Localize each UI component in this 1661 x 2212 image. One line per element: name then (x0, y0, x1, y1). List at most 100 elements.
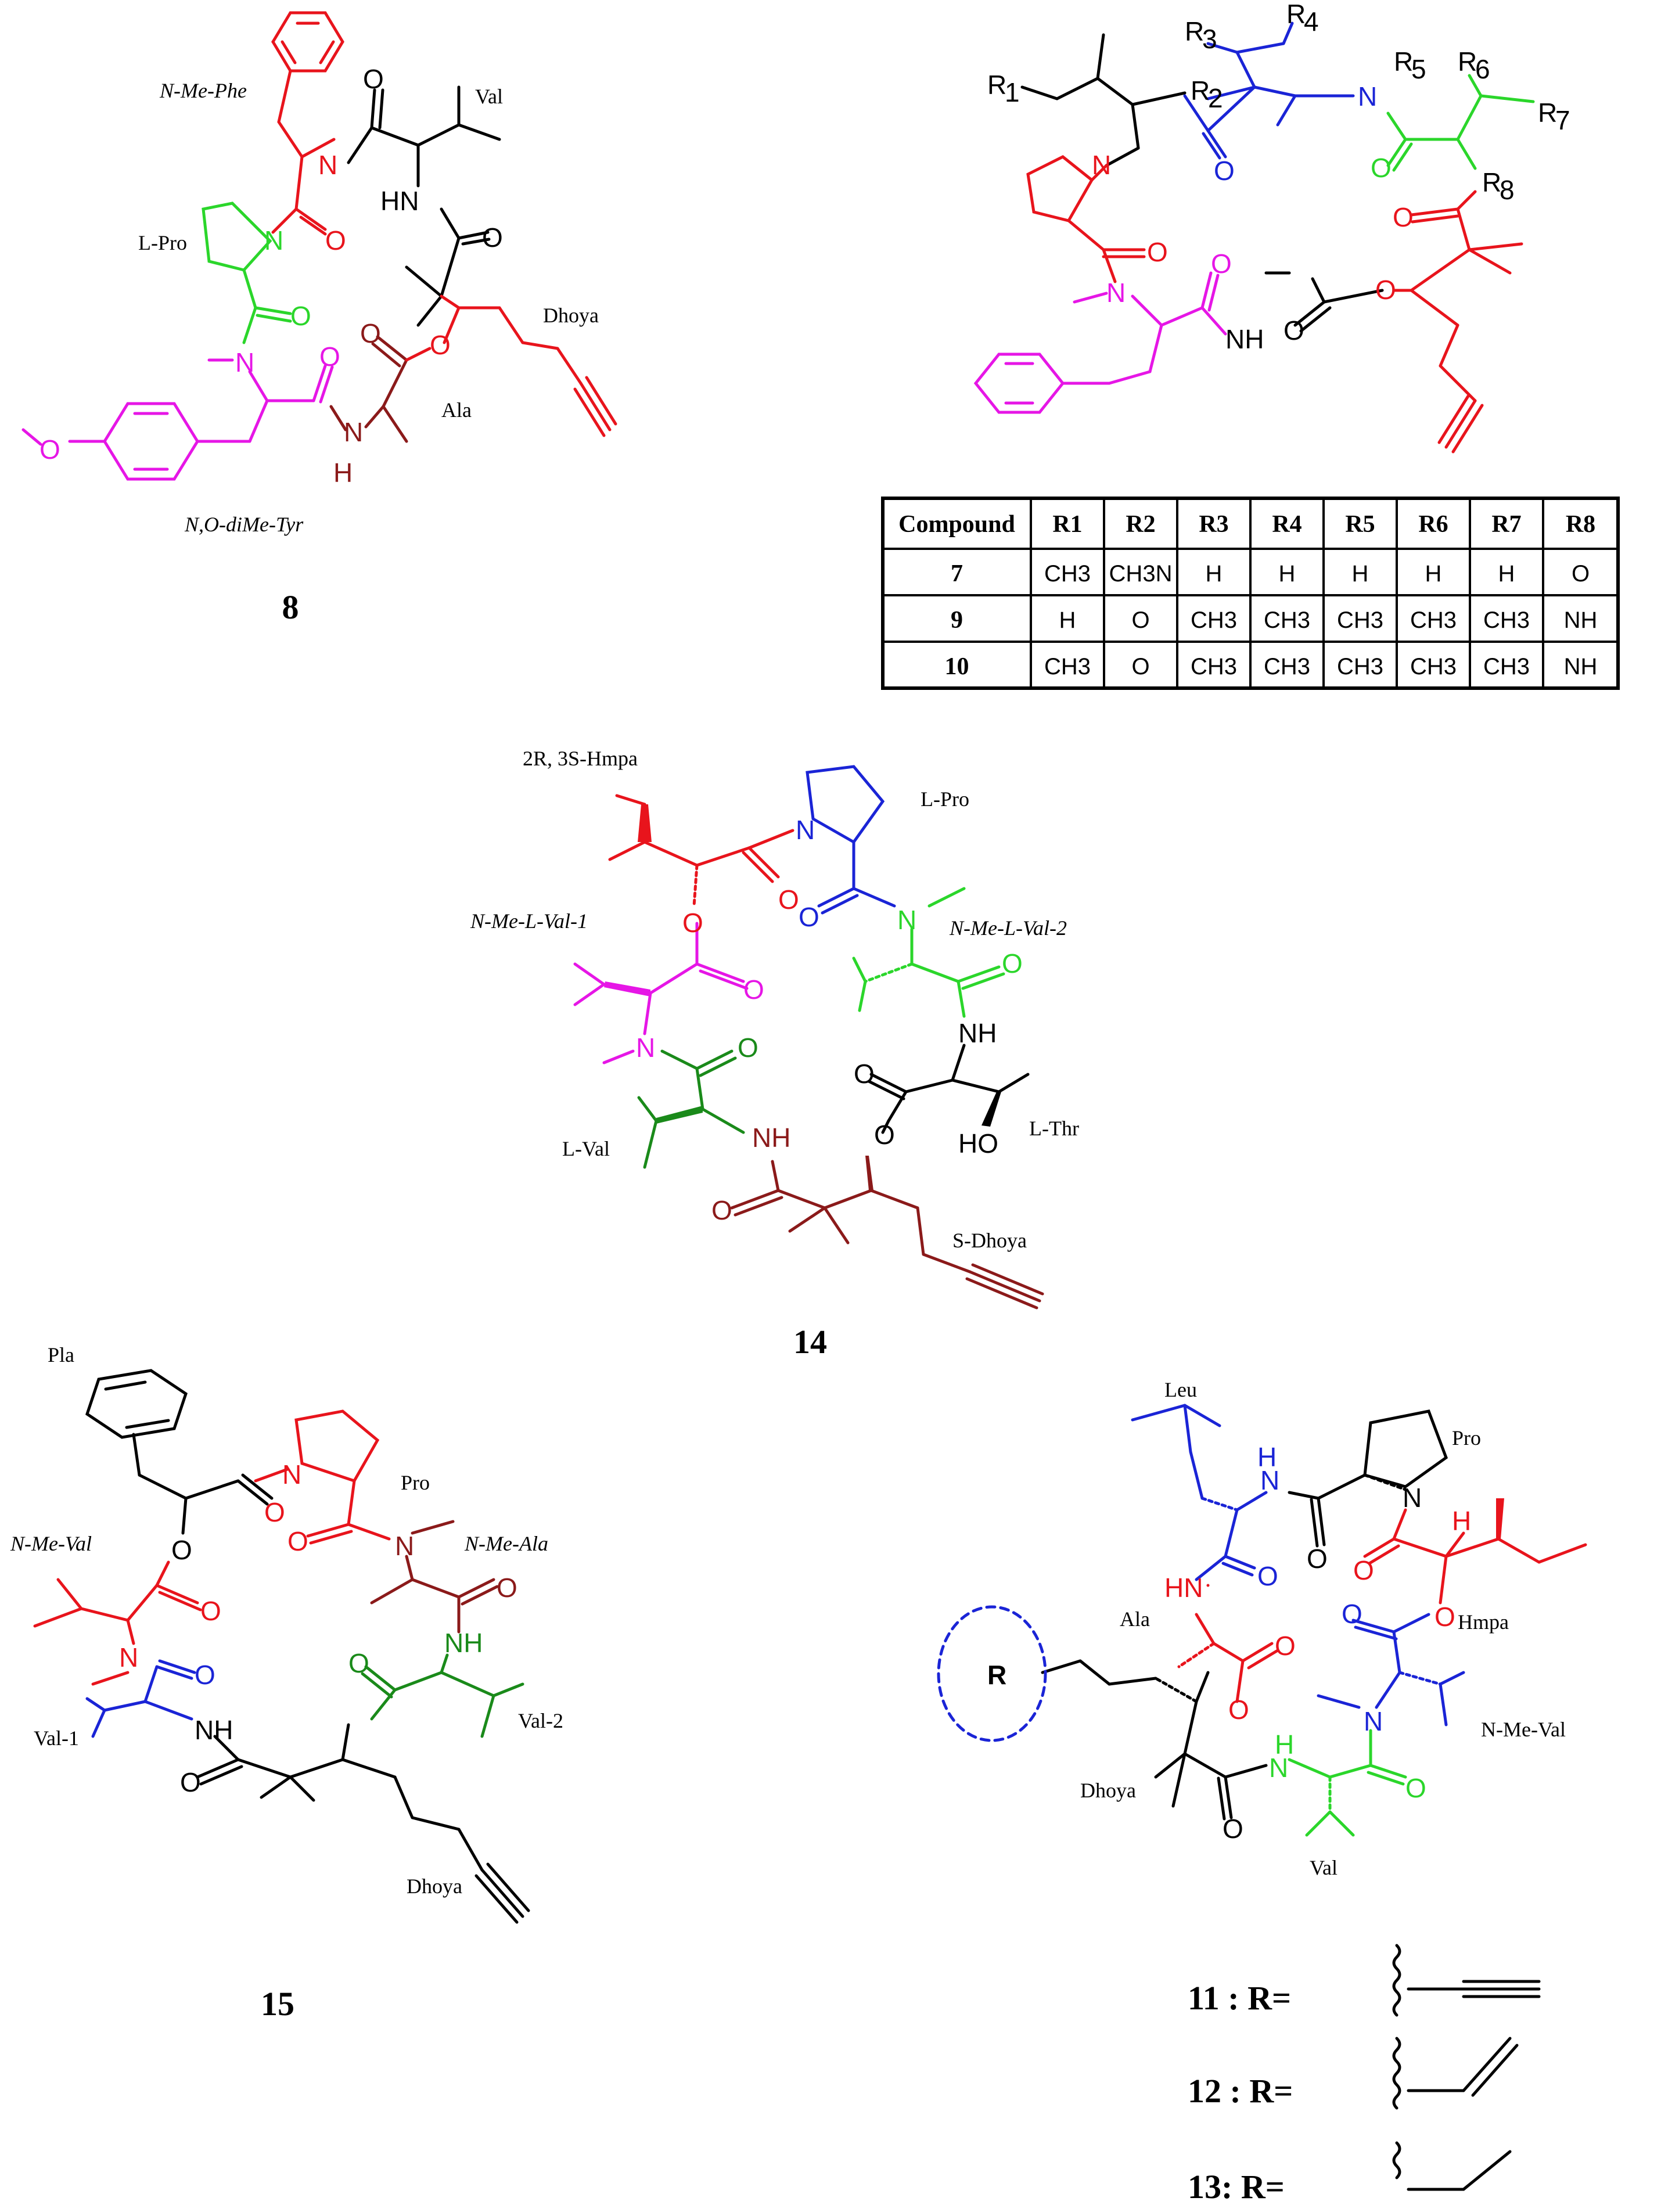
c7-chain-bonds (1020, 33, 1384, 333)
table-cell-1-6: CH3 (1410, 607, 1457, 633)
table-cell-1-7: CH3 (1483, 607, 1530, 633)
c11-label-hmpa: Hmpa (1458, 1610, 1509, 1634)
table-cell-0-3: H (1206, 561, 1223, 587)
compound-14: N O O N O O O NH N O O O HO NH O 2R, 3S-… (470, 747, 1079, 1361)
c15-atom-o2: O (171, 1535, 192, 1565)
c11-label-leu: Leu (1164, 1378, 1197, 1401)
r-def-13-alkyl (1392, 2141, 1512, 2191)
c15-label-nmeval: N-Me-Val (10, 1532, 92, 1555)
c7-atom-r6: R (1458, 46, 1477, 77)
c7-phe-ring (973, 353, 1065, 414)
table-cell-0-4: H (1279, 561, 1296, 587)
c15-atom-nh1: NH (444, 1628, 483, 1658)
r-def-13-label: 13: R= (1188, 2168, 1285, 2206)
c14-atom-n3: N (636, 1033, 655, 1063)
c7-atom-r7s: 7 (1555, 105, 1570, 135)
compound-15: N O O N O O N NH O O O NH O Pla Pro N-Me… (10, 1343, 563, 2023)
c8-label-ala: Ala (441, 398, 472, 422)
c7-atom-r8s: 8 (1500, 175, 1515, 205)
table-cell-0-2: CH3N (1109, 561, 1173, 587)
c15-label-val2: Val-2 (518, 1709, 563, 1732)
c11-atom-n2: N (1403, 1483, 1422, 1513)
c8-atom-n3: N (235, 347, 254, 377)
table-header-4: R4 (1272, 511, 1302, 538)
c15-phe-ring (85, 1369, 188, 1439)
r-def-12-alkene (1392, 2037, 1519, 2110)
table-cell-2-0: 10 (945, 653, 969, 680)
c14-atom-o2: O (682, 908, 703, 938)
c15-atom-n1: N (282, 1459, 301, 1490)
c11-val-bonds (1288, 1729, 1407, 1837)
c7-atom-r7: R (1538, 98, 1557, 128)
table-header-3: R3 (1199, 511, 1228, 538)
table-cell-2-6: CH3 (1410, 654, 1457, 679)
c11-atom-h3: H (1275, 1729, 1294, 1760)
c14-val1-bonds (573, 922, 749, 1064)
c15-label-nmeala: N-Me-Ala (464, 1532, 548, 1555)
c14-hmpa-bonds (608, 794, 794, 908)
c8-label-nmephe: N-Me-Phe (159, 79, 247, 102)
c14-label-lthr: L-Thr (1029, 1117, 1079, 1140)
c15-atom-o1: O (264, 1497, 285, 1527)
c14-atom-ho: HO (958, 1128, 998, 1159)
c8-nmephe-bonds (271, 11, 344, 236)
table-cell-0-7: H (1498, 561, 1515, 587)
c14-atom-n1: N (796, 815, 815, 845)
c11-dhoya-bonds (1041, 1659, 1268, 1821)
c14-atom-o3: O (799, 902, 819, 932)
c7-atom-r2s: 2 (1208, 83, 1223, 113)
c15-pro-ring (294, 1409, 380, 1483)
r-def-11-label: 11 : R= (1188, 1979, 1291, 2017)
c7-atom-r3s: 3 (1202, 24, 1217, 54)
c14-val2-bonds (852, 887, 1005, 1018)
c14-atom-o1: O (778, 884, 799, 915)
c15-nmeala-bonds (370, 1520, 499, 1634)
c15-label-val1: Val-1 (34, 1727, 79, 1750)
c14-pro-ring (806, 765, 885, 844)
table-header-1: R1 (1052, 511, 1082, 538)
c7-atom-r6s: 6 (1475, 54, 1490, 84)
c8-atom-hn: HN (380, 186, 419, 216)
table-header-8: R8 (1566, 511, 1595, 538)
c14-atom-o8: O (874, 1120, 895, 1150)
table-cell-0-6: H (1425, 561, 1442, 587)
table-cell-2-8: NH (1564, 654, 1598, 679)
c11-atom-o1: O (1307, 1544, 1328, 1574)
table-cell-2-3: CH3 (1191, 654, 1237, 679)
c7-atom-n5: N (1358, 81, 1377, 112)
c8-atom-n4: N (344, 417, 363, 447)
c11-atom-o2: O (1257, 1561, 1278, 1591)
c11-atom-n4: N (1269, 1753, 1288, 1783)
c7-atom-n2: N (1106, 278, 1126, 308)
c7-atom-o2: O (1371, 153, 1392, 183)
c8-label-lpro: L-Pro (138, 231, 187, 254)
c14-atom-o4: O (1002, 948, 1023, 979)
compound-7-9-10: R 1 R 2 R 3 R 4 N R 5 R 6 R 7 R 8 N O O … (881, 0, 1620, 690)
c14-label-sdhoya: S-Dhoya (952, 1229, 1027, 1252)
c7-pro-ring (1026, 155, 1094, 222)
c11-label-val: Val (1310, 1856, 1338, 1879)
table-cell-2-1: CH3 (1044, 654, 1091, 679)
c11-atom-r: R (987, 1660, 1006, 1690)
c8-compound-number: 8 (282, 588, 299, 626)
c11-pro-ring (1363, 1409, 1448, 1488)
c11-label-ala: Ala (1120, 1607, 1150, 1631)
c14-pro-bonds (806, 765, 896, 915)
c15-val1-bonds (85, 1659, 196, 1738)
c11-label-pro: Pro (1452, 1426, 1481, 1450)
c14-label-hmpa: 2R, 3S-Hmpa (523, 747, 638, 770)
c11-atom-n3: N (1364, 1706, 1383, 1736)
c11-label-nmeval: N-Me-Val (1481, 1718, 1566, 1741)
c11-label-dhoya: Dhoya (1080, 1779, 1136, 1802)
c11-nmeval-bonds (1317, 1613, 1465, 1727)
c7-atom-r1s: 1 (1005, 77, 1020, 107)
c8-tyr-bonds (21, 358, 334, 481)
c14-thr-bonds (867, 1044, 1030, 1127)
c11-atom-n1: N (1260, 1465, 1279, 1495)
c11-atom-o4: O (1435, 1602, 1455, 1632)
table-header-6: R6 (1418, 511, 1448, 538)
c14-atom-o7: O (854, 1059, 875, 1089)
c8-atom-o3: O (325, 225, 346, 256)
c7-atom-o3: O (1393, 202, 1414, 232)
c7-atom-o5: O (1211, 249, 1232, 279)
